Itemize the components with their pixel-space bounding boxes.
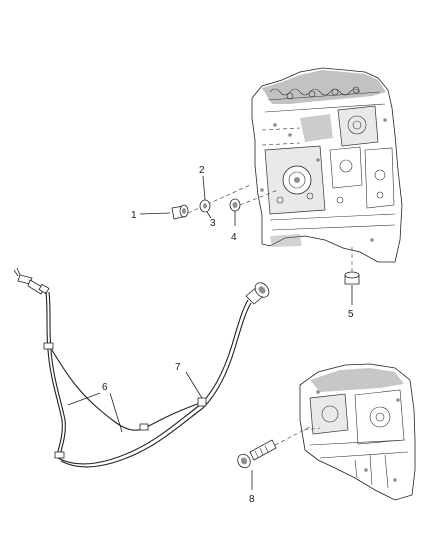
callout-4: 4 xyxy=(231,232,237,243)
heater-cord-assembly xyxy=(13,267,270,468)
callout-6: 6 xyxy=(102,382,108,393)
leader-dashed-1 xyxy=(187,184,251,214)
callout-2: 2 xyxy=(199,165,205,176)
part-4-plug xyxy=(229,198,241,212)
cord-callout-lines xyxy=(67,371,203,433)
callout-3: 3 xyxy=(210,218,216,229)
cord-clip xyxy=(54,451,65,459)
callout-8: 8 xyxy=(249,494,255,505)
engine-block-illustration xyxy=(251,67,403,263)
part-5-cup-plug xyxy=(344,271,360,285)
callout-1: 1 xyxy=(131,210,137,221)
callout-7: 7 xyxy=(175,362,181,373)
cord-clip xyxy=(43,342,54,350)
cord-clip xyxy=(139,423,149,431)
callout-5: 5 xyxy=(348,309,354,320)
callout-leader-lines xyxy=(139,175,353,305)
part-1-plug xyxy=(171,204,189,220)
part-3-washer xyxy=(199,199,211,213)
cord-clip xyxy=(197,397,207,407)
callout-labels: 1 2 3 4 5 6 7 8 xyxy=(102,165,354,505)
lower-engine-block-illustration xyxy=(299,363,416,501)
part-8-block-heater xyxy=(237,425,313,490)
